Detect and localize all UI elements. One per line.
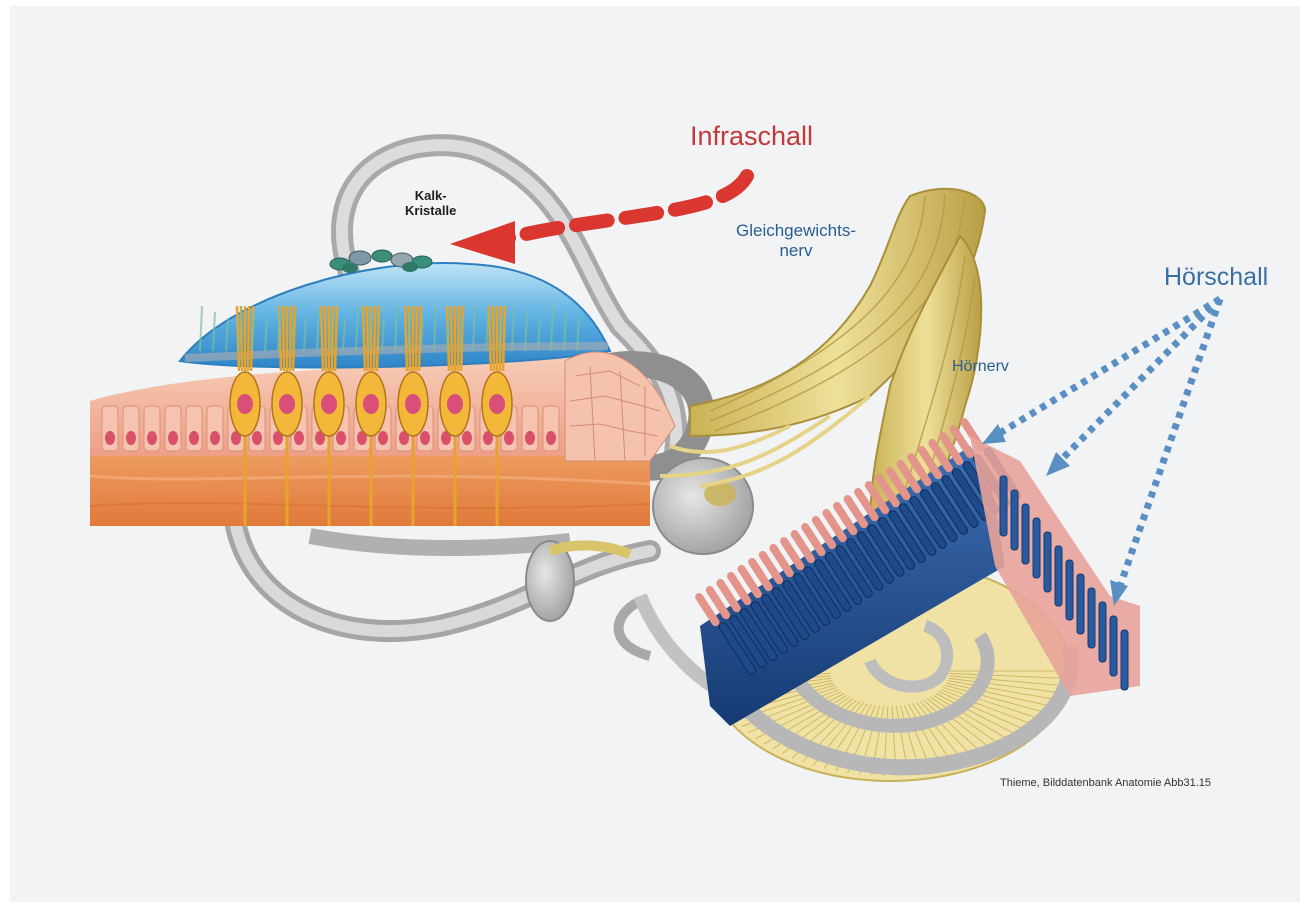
supporting-cell: [102, 406, 118, 451]
hoerschall-arrowhead-1-icon: [982, 424, 1006, 444]
image-credit: Thieme, Bilddatenbank Anatomie Abb31.15: [1000, 777, 1211, 790]
kalk-kristalle-label-line1: Kalk-: [405, 189, 456, 204]
illustration-frame: Infraschall Hörschall Gleichgewichts- ne…: [10, 6, 1300, 902]
supporting-cell: [522, 406, 538, 451]
supporting-cell: [165, 406, 181, 451]
hoernerv-label: Hörnerv: [952, 358, 1009, 376]
inner-ear-illustration: [10, 6, 1300, 902]
supporting-cell: [123, 406, 139, 451]
hoerschall-label: Hörschall: [1164, 263, 1268, 292]
gleichgewichtsnerv-label-line2: nerv: [736, 241, 856, 261]
kalk-kristalle-label: Kalk- Kristalle: [405, 189, 456, 219]
supporting-cell: [543, 406, 559, 451]
gleichgewichtsnerv-label-line1: Gleichgewichts-: [736, 221, 856, 241]
supporting-cell: [207, 406, 223, 451]
kalk-kristalle-label-line2: Kristalle: [405, 204, 456, 219]
infraschall-arrowhead-icon: [450, 221, 515, 264]
hoerschall-arrow-3-icon: [1120, 299, 1220, 586]
infraschall-label: Infraschall: [690, 121, 813, 152]
supporting-cell: [186, 406, 202, 451]
supporting-cell: [144, 406, 160, 451]
gleichgewichtsnerv-label: Gleichgewichts- nerv: [736, 221, 856, 260]
